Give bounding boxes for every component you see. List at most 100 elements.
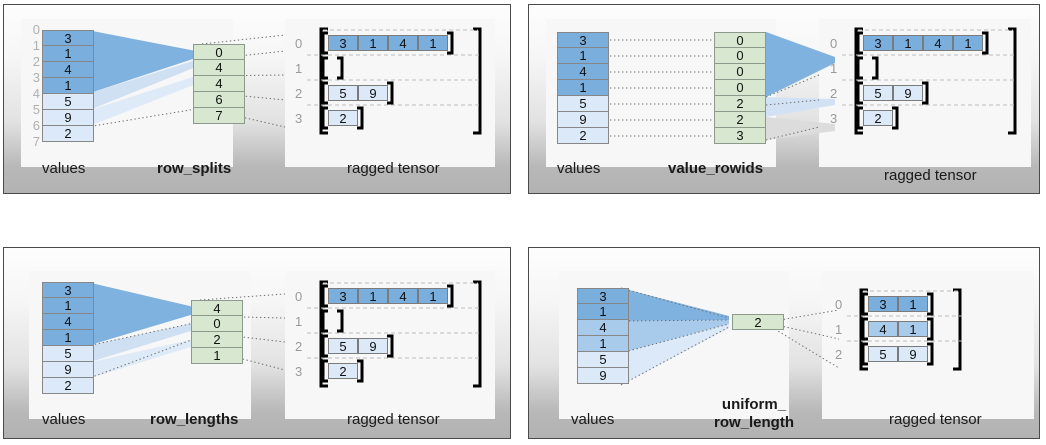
value-cell: 1 — [577, 336, 629, 352]
encoding-cell: 7 — [193, 108, 245, 124]
value-cell: 9 — [42, 110, 94, 126]
value-cell: 1 — [42, 298, 94, 314]
encoding-cell: 1 — [191, 348, 243, 364]
ragged-value-cell: 1 — [418, 35, 448, 51]
encoding-cell: 0 — [714, 48, 766, 64]
value-cell: 2 — [42, 378, 94, 394]
value-index-label: 7 — [32, 134, 40, 149]
encoding-column-uniform: 2 — [732, 314, 784, 330]
caption-encoding-uniform: uniform_row_length — [689, 396, 819, 432]
ragged-row-bracket — [321, 56, 344, 80]
caption-encoding-value-rowids: value_rowids — [668, 160, 764, 177]
value-cell: 1 — [557, 48, 609, 64]
ragged-value-cell: 2 — [863, 110, 893, 126]
encoding-cell: 4 — [191, 300, 243, 316]
encoding-cell: 0 — [191, 316, 243, 332]
value-cell: 5 — [577, 352, 629, 368]
ragged-value-cell: 3 — [863, 35, 893, 51]
ragged-row-index: 0 — [835, 297, 843, 312]
value-cell: 3 — [557, 32, 609, 48]
caption-values-uniform: values — [571, 411, 615, 428]
ragged-row-bracket — [321, 106, 364, 130]
value-cell: 1 — [42, 78, 94, 94]
ragged-row-index: 2 — [830, 86, 838, 101]
value-index-label: 6 — [32, 118, 40, 133]
value-index-label: 1 — [32, 38, 40, 53]
value-cell: 9 — [557, 112, 609, 128]
ragged-row-bracket — [861, 292, 934, 316]
caption-ragged-value-rowids: ragged tensor — [884, 167, 977, 184]
value-cell: 4 — [557, 64, 609, 80]
caption-ragged-uniform: ragged tensor — [889, 411, 982, 428]
ragged-row-index: 3 — [295, 364, 303, 379]
ragged-value-cell: 4 — [868, 321, 898, 337]
value-index-label: 3 — [32, 70, 40, 85]
ragged-row-bracket — [321, 284, 454, 308]
encoding-label-line: uniform_ — [721, 396, 787, 413]
value-cell: 9 — [577, 368, 629, 384]
encoding-cell: 4 — [193, 60, 245, 76]
ragged-row-index: 1 — [295, 61, 303, 76]
ragged-value-cell: 2 — [328, 110, 358, 126]
encoding-cell: 4 — [193, 76, 245, 92]
ragged-value-cell: 1 — [893, 35, 923, 51]
value-cell: 2 — [42, 126, 94, 142]
value-index-label: 4 — [32, 86, 40, 101]
ragged-bracket-layer — [307, 27, 482, 135]
ragged-value-cell: 9 — [358, 338, 388, 354]
connector-layer-uniform — [620, 287, 840, 386]
ragged-row-index: 3 — [295, 111, 303, 126]
value-index-label: 2 — [32, 54, 40, 69]
value-cell: 1 — [557, 80, 609, 96]
ragged-value-cell: 9 — [893, 85, 923, 101]
ragged-row-index: 0 — [295, 289, 303, 304]
connector-layer-row-splits — [86, 30, 286, 128]
encoding-cell: 3 — [714, 128, 766, 144]
value-cell: 4 — [42, 62, 94, 78]
caption-ragged-row-splits: ragged tensor — [347, 160, 440, 177]
ragged-row-index: 3 — [830, 111, 838, 126]
ragged-bracket-layer — [847, 288, 962, 371]
ragged-value-cell: 5 — [328, 85, 358, 101]
ragged-row-bracket — [856, 56, 879, 80]
ragged-row-index: 2 — [295, 339, 303, 354]
value-cell: 5 — [557, 96, 609, 112]
encoding-cell: 0 — [714, 80, 766, 96]
value-cell: 9 — [42, 362, 94, 378]
ragged-row-bracket — [856, 31, 989, 55]
encoding-cell: 0 — [193, 44, 245, 60]
ragged-row-bracket — [321, 309, 344, 333]
ragged-value-cell: 3 — [328, 35, 358, 51]
value-cell: 4 — [42, 314, 94, 330]
value-cell: 1 — [577, 304, 629, 320]
ragged-value-cell: 3 — [868, 296, 898, 312]
caption-values-row-splits: values — [42, 160, 86, 177]
ragged-value-cell: 4 — [388, 35, 418, 51]
ragged-row-index: 0 — [295, 36, 303, 51]
ragged-value-cell: 9 — [358, 85, 388, 101]
ragged-row-index: 1 — [835, 322, 843, 337]
ragged-value-cell: 5 — [328, 338, 358, 354]
ragged-row-bracket — [321, 31, 454, 55]
ragged-row-bracket — [861, 317, 934, 341]
encoding-cell: 6 — [193, 92, 245, 108]
ragged-row-index: 2 — [835, 347, 843, 362]
value-index-label: 5 — [32, 102, 40, 117]
encoding-cell: 0 — [714, 32, 766, 48]
ragged-value-cell: 4 — [923, 35, 953, 51]
ragged-row-index: 1 — [295, 314, 303, 329]
ragged-row-bracket — [861, 342, 934, 366]
value-cell: 3 — [577, 288, 629, 304]
ragged-bracket-layer — [842, 27, 1017, 135]
